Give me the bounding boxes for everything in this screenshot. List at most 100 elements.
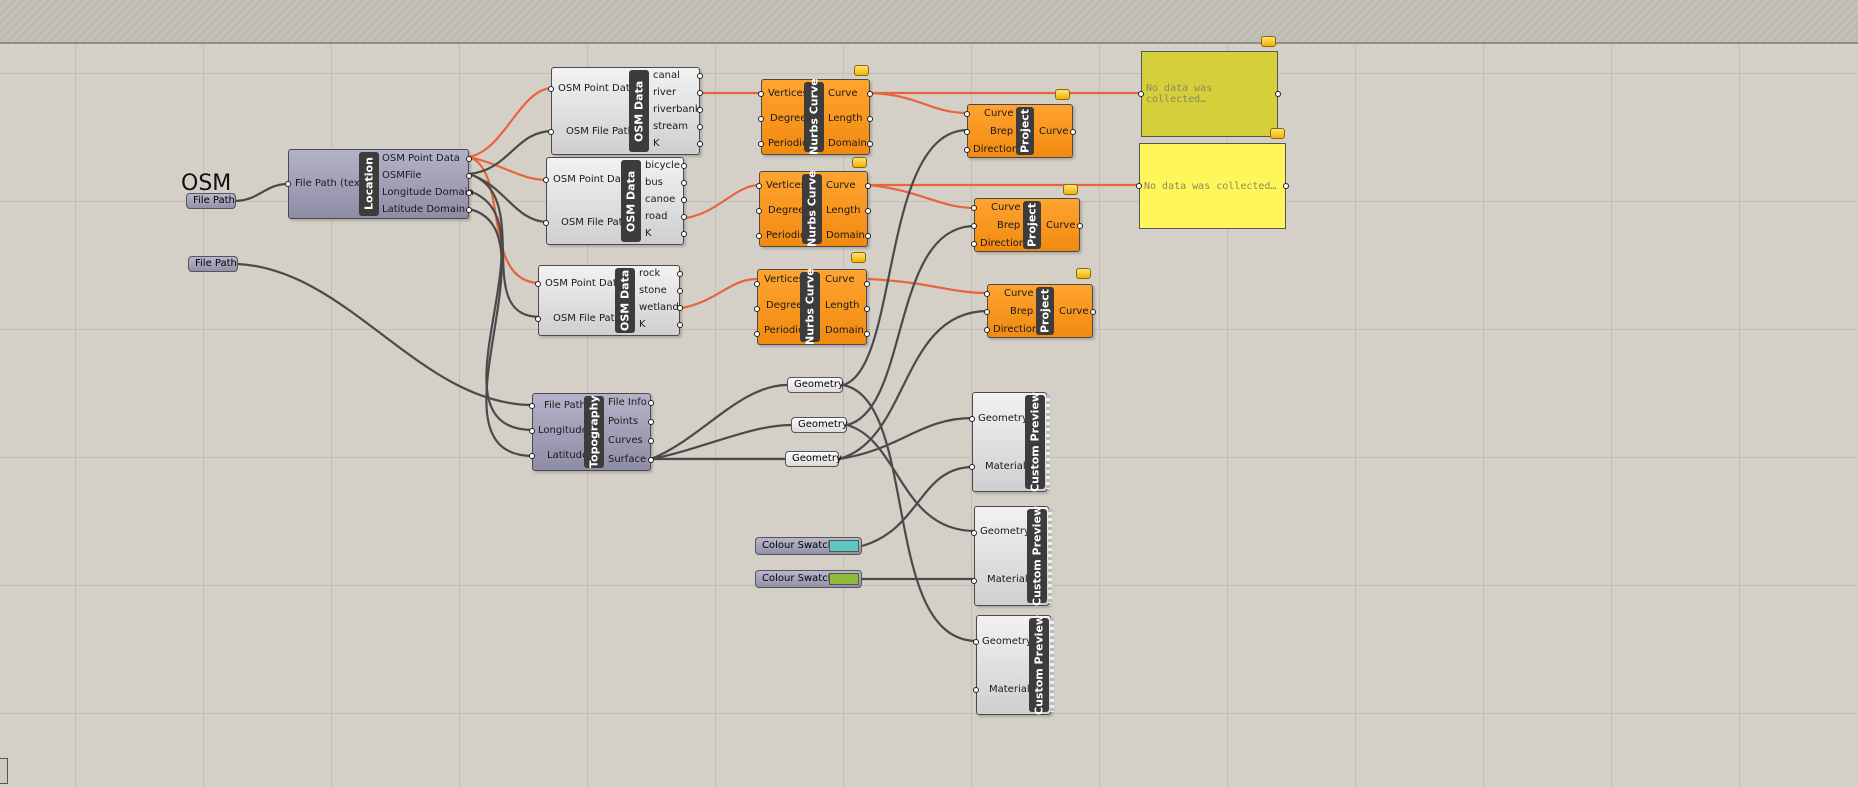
project-component-2[interactable]: Curve Brep Direction Project Curve — [971, 198, 1083, 252]
message-bubble-icon[interactable] — [1261, 36, 1276, 47]
project-component-1[interactable]: Curve Brep Direction Project Curve — [964, 104, 1076, 158]
nurbs-curve-component-1[interactable]: Vertices Degree Periodic Nurbs Curve Cur… — [758, 79, 873, 155]
output-grip-icon[interactable] — [466, 207, 472, 213]
output-grip-icon[interactable] — [648, 438, 654, 444]
output-grip-icon[interactable] — [1070, 129, 1076, 135]
input-grip-icon[interactable] — [758, 116, 764, 122]
output-grip-icon[interactable] — [677, 322, 683, 328]
input-grip-icon[interactable] — [285, 181, 291, 187]
topography-component[interactable]: File Path Longitude Latitude Topography … — [529, 393, 654, 471]
message-bubble-icon[interactable] — [854, 65, 869, 76]
osm-data-component-3[interactable]: OSM Point Data OSM File Path OSM Data ro… — [535, 265, 683, 336]
input-grip-icon[interactable] — [529, 403, 535, 409]
output-grip-icon[interactable] — [466, 156, 472, 162]
input-grip-icon[interactable] — [984, 309, 990, 315]
input-grip-icon[interactable] — [758, 91, 764, 97]
output-grip-icon[interactable] — [867, 141, 873, 147]
input-grip-icon[interactable] — [535, 316, 541, 322]
geometry-param-3[interactable]: Geometry — [785, 451, 842, 467]
input-grip-icon[interactable] — [756, 183, 762, 189]
input-grip-icon[interactable] — [969, 464, 975, 470]
output-grip-icon[interactable] — [677, 271, 683, 277]
input-grip-icon[interactable] — [543, 177, 549, 183]
output-grip-icon[interactable] — [867, 116, 873, 122]
input-grip-icon[interactable] — [971, 241, 977, 247]
osm-data-component-1[interactable]: OSM Point Data OSM File Path OSM Data ca… — [548, 67, 703, 155]
nurbs-curve-component-2[interactable]: Vertices Degree Periodic Nurbs Curve Cur… — [756, 171, 871, 247]
input-grip-icon[interactable] — [971, 530, 977, 536]
file-path-param-2[interactable]: File Path — [188, 256, 238, 272]
output-grip-icon[interactable] — [677, 288, 683, 294]
input-grip-icon[interactable] — [964, 129, 970, 135]
project-component-3[interactable]: Curve Brep Direction Project Curve — [984, 284, 1096, 338]
output-grip-icon[interactable] — [865, 208, 871, 214]
input-grip-icon[interactable] — [1138, 91, 1144, 97]
input-grip-icon[interactable] — [964, 147, 970, 153]
input-grip-icon[interactable] — [754, 281, 760, 287]
message-bubble-icon[interactable] — [1270, 128, 1285, 139]
input-grip-icon[interactable] — [973, 639, 979, 645]
custom-preview-component-2[interactable]: Geometry Material Custom Preview — [971, 506, 1052, 606]
output-grip-icon[interactable] — [697, 107, 703, 113]
file-path-param-1[interactable]: File Path — [186, 193, 236, 209]
output-grip-icon[interactable] — [1283, 183, 1289, 189]
output-grip-icon[interactable] — [865, 233, 871, 239]
input-grip-icon[interactable] — [973, 687, 979, 693]
message-bubble-icon[interactable] — [1055, 89, 1070, 100]
output-grip-icon[interactable] — [1275, 91, 1281, 97]
osm-data-component-2[interactable]: OSM Point Data OSM File Path OSM Data bi… — [543, 157, 687, 245]
input-grip-icon[interactable] — [971, 578, 977, 584]
custom-preview-component-3[interactable]: Geometry Material Custom Preview — [973, 615, 1054, 715]
input-grip-icon[interactable] — [969, 416, 975, 422]
colour-swatch-1[interactable]: Colour Swatch — [755, 537, 862, 555]
input-grip-icon[interactable] — [529, 428, 535, 434]
input-grip-icon[interactable] — [535, 281, 541, 287]
output-grip-icon[interactable] — [697, 90, 703, 96]
input-grip-icon[interactable] — [548, 86, 554, 92]
location-component[interactable]: File Path (text) Location OSM Point Data… — [285, 149, 474, 219]
input-grip-icon[interactable] — [971, 205, 977, 211]
output-grip-icon[interactable] — [648, 419, 654, 425]
message-bubble-icon[interactable] — [851, 252, 866, 263]
output-grip-icon[interactable] — [681, 231, 687, 237]
colour-swatch-2[interactable]: Colour Swatch — [755, 570, 862, 588]
output-grip-icon[interactable] — [681, 214, 687, 220]
message-bubble-icon[interactable] — [852, 157, 867, 168]
output-grip-icon[interactable] — [648, 400, 654, 406]
swatch-color-chip[interactable] — [829, 573, 859, 585]
output-grip-icon[interactable] — [681, 163, 687, 169]
output-grip-icon[interactable] — [864, 331, 870, 337]
output-grip-icon[interactable] — [697, 124, 703, 130]
custom-preview-component-1[interactable]: Geometry Material Custom Preview — [969, 392, 1050, 492]
input-grip-icon[interactable] — [758, 141, 764, 147]
geometry-param-2[interactable]: Geometry — [791, 417, 848, 433]
output-grip-icon[interactable] — [1077, 223, 1083, 229]
output-grip-icon[interactable] — [466, 190, 472, 196]
input-grip-icon[interactable] — [756, 233, 762, 239]
input-grip-icon[interactable] — [964, 111, 970, 117]
input-grip-icon[interactable] — [754, 331, 760, 337]
swatch-color-chip[interactable] — [829, 540, 859, 552]
geometry-param-1[interactable]: Geometry — [787, 377, 844, 393]
output-grip-icon[interactable] — [1090, 309, 1096, 315]
input-grip-icon[interactable] — [984, 291, 990, 297]
panel-1[interactable]: No data was collected… — [1138, 51, 1281, 137]
input-grip-icon[interactable] — [971, 223, 977, 229]
input-grip-icon[interactable] — [548, 129, 554, 135]
input-grip-icon[interactable] — [543, 220, 549, 226]
output-grip-icon[interactable] — [466, 173, 472, 179]
output-grip-icon[interactable] — [677, 305, 683, 311]
output-grip-icon[interactable] — [697, 73, 703, 79]
message-bubble-icon[interactable] — [1063, 184, 1078, 195]
output-grip-icon[interactable] — [864, 281, 870, 287]
panel-2[interactable]: No data was collected… — [1136, 143, 1289, 229]
input-grip-icon[interactable] — [984, 327, 990, 333]
nurbs-curve-component-3[interactable]: Vertices Degree Periodic Nurbs Curve Cur… — [754, 269, 870, 345]
output-grip-icon[interactable] — [867, 91, 873, 97]
input-grip-icon[interactable] — [1136, 183, 1142, 189]
output-grip-icon[interactable] — [697, 141, 703, 147]
output-grip-icon[interactable] — [865, 183, 871, 189]
input-grip-icon[interactable] — [529, 453, 535, 459]
output-grip-icon[interactable] — [681, 197, 687, 203]
input-grip-icon[interactable] — [756, 208, 762, 214]
